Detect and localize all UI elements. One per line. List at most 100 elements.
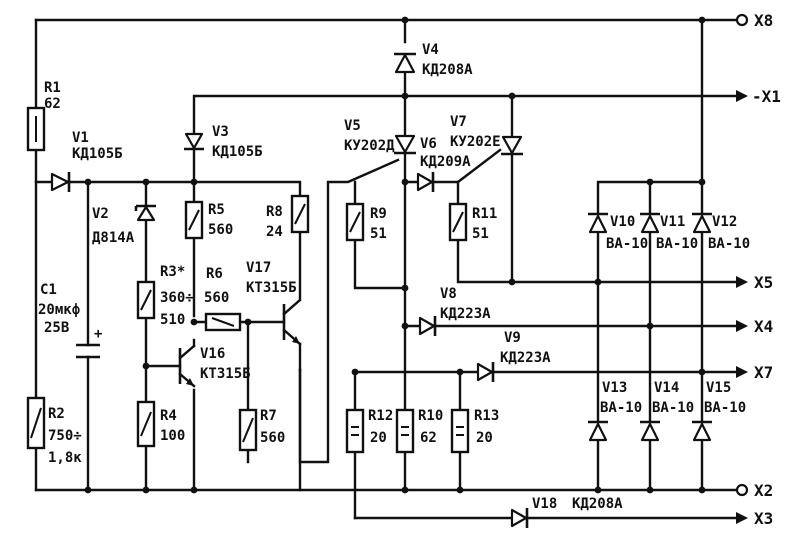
r7-ref: R7 [260, 408, 277, 424]
r5-ref: R5 [208, 202, 225, 218]
v6-ref: V6 [420, 136, 437, 152]
v17-ref: V17 [246, 260, 271, 276]
terminal-x4-arrow [736, 320, 748, 332]
c1-polarity: + [94, 326, 102, 342]
terminal-x1-label: -X1 [752, 87, 781, 106]
resistor-r4 [136, 400, 156, 448]
r3-value2: 510 [160, 312, 185, 328]
v9-value: КД223А [500, 350, 551, 366]
r11-value: 51 [472, 226, 489, 242]
zener-diode-v2 [134, 204, 156, 222]
r2-value2: 1,8к [48, 450, 82, 466]
transistor-v17 [282, 298, 302, 372]
terminal-x8-connector [735, 13, 749, 27]
v4-value: КД208А [422, 62, 473, 78]
v11-value: ВА-10 [656, 236, 698, 252]
v5-value: КУ202Д [344, 138, 395, 154]
v1-ref: V1 [72, 130, 89, 146]
v13-ref: V13 [602, 380, 627, 396]
r10-ref: R10 [418, 408, 443, 424]
v8-value: КД223А [440, 306, 491, 322]
diode-v4 [394, 52, 416, 74]
resistor-r2 [26, 396, 46, 450]
v10-ref: V10 [610, 214, 635, 230]
diode-v8 [418, 316, 437, 336]
c1-ref: C1 [40, 282, 57, 298]
v11-ref: V11 [660, 214, 685, 230]
thyristor-v5 [394, 134, 416, 155]
diode-v10 [588, 212, 608, 234]
v1-value: КД105Б [72, 146, 123, 162]
v8-ref: V8 [440, 286, 457, 302]
v5-ref: V5 [344, 118, 361, 134]
r4-value: 100 [160, 428, 185, 444]
v15-ref: V15 [706, 380, 731, 396]
r2-ref: R2 [48, 406, 65, 422]
terminal-x2-connector [735, 483, 749, 497]
r7-value: 560 [260, 430, 285, 446]
capacitor-c1 [76, 343, 100, 359]
r12-value: 20 [370, 430, 387, 446]
diode-v15 [692, 420, 712, 442]
diode-v6 [416, 172, 435, 192]
diode-v13 [588, 420, 608, 442]
r12-ref: R12 [368, 408, 393, 424]
r6-value: 560 [204, 290, 229, 306]
diode-v3 [184, 132, 204, 151]
v16-ref: V16 [200, 346, 225, 362]
diode-v11 [640, 212, 660, 234]
r2-value: 750÷ [48, 428, 82, 444]
v3-value: КД105Б [212, 144, 263, 160]
resistor-r11 [448, 202, 468, 242]
r8-ref: R8 [266, 204, 283, 220]
c1-value: 20мкф [38, 302, 80, 318]
v12-value: ВА-10 [708, 236, 750, 252]
thyristor-v7 [501, 135, 523, 156]
terminal-x1-arrow [736, 90, 748, 102]
terminal-x3-arrow [736, 512, 748, 524]
r1-value: 62 [44, 96, 61, 112]
v17-value: КТ315Б [246, 280, 297, 296]
v18-ref: V18 [532, 496, 557, 512]
r10-value: 62 [420, 430, 437, 446]
diode-v12 [692, 212, 712, 234]
terminal-x4-label: X4 [754, 317, 773, 336]
terminal-x5-arrow [736, 276, 748, 288]
r5-value: 560 [208, 222, 233, 238]
r11-ref: R11 [472, 206, 497, 222]
terminal-x8-label: X8 [754, 11, 773, 30]
v14-value: ВА-10 [652, 400, 694, 416]
v9-ref: V9 [504, 330, 521, 346]
resistor-r1 [26, 106, 46, 152]
r13-value: 20 [476, 430, 493, 446]
v18-value: КД208А [572, 496, 623, 512]
v14-ref: V14 [654, 380, 679, 396]
diode-v18 [510, 508, 529, 528]
r6-ref: R6 [206, 266, 223, 282]
resistor-r6 [204, 312, 242, 332]
diode-v9 [476, 362, 495, 382]
diode-v1 [50, 172, 71, 192]
r8-value: 24 [266, 224, 283, 240]
v12-ref: V12 [712, 214, 737, 230]
resistor-r13 [450, 408, 470, 454]
r3-ref: R3* [160, 264, 185, 280]
resistor-r10 [395, 408, 415, 454]
v7-value: КУ202Е [450, 134, 501, 150]
diode-v14 [640, 420, 660, 442]
r1-ref: R1 [44, 80, 61, 96]
resistor-r9 [345, 202, 365, 242]
resistor-r8 [290, 194, 310, 234]
r13-ref: R13 [474, 408, 499, 424]
terminal-x5-label: X5 [754, 273, 773, 292]
terminal-x7-arrow [736, 366, 748, 378]
terminal-x2-label: X2 [754, 481, 773, 500]
v15-value: ВА-10 [704, 400, 746, 416]
v3-ref: V3 [212, 124, 229, 140]
v7-ref: V7 [450, 114, 467, 130]
r9-value: 51 [370, 226, 387, 242]
transistor-v16 [178, 338, 196, 388]
terminal-x3-label: X3 [754, 509, 773, 528]
r9-ref: R9 [370, 206, 387, 222]
c1-value2: 25В [44, 320, 69, 336]
